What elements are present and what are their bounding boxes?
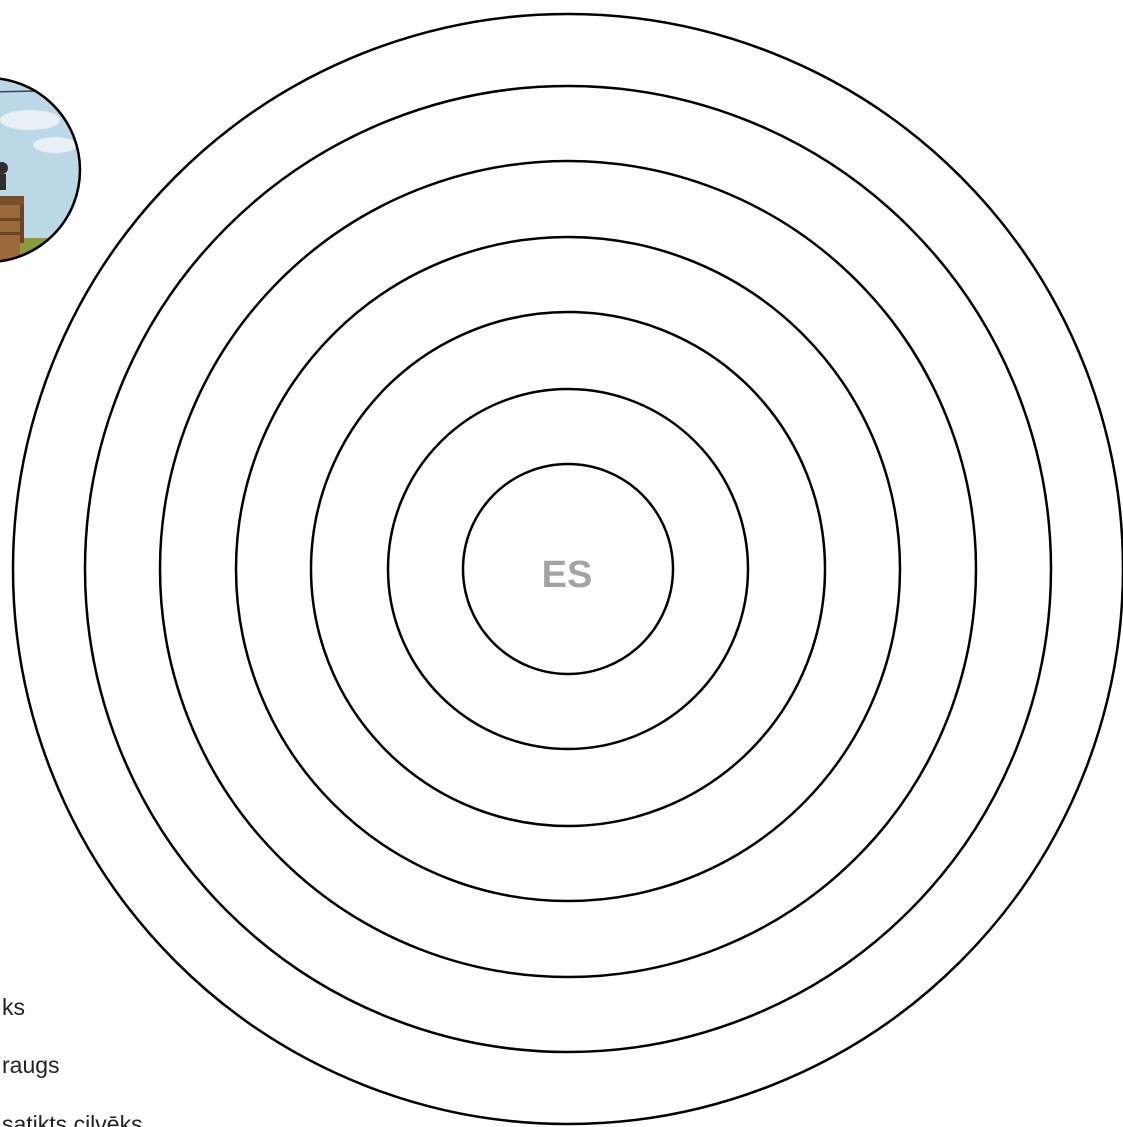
legend-item-3: satikts cilvēks <box>2 1113 143 1127</box>
legend-item-2: raugs <box>2 1054 60 1077</box>
playground-illustration-icon <box>0 70 90 278</box>
legend-item-1: ks <box>2 996 25 1019</box>
center-label-es: ES <box>542 554 593 596</box>
